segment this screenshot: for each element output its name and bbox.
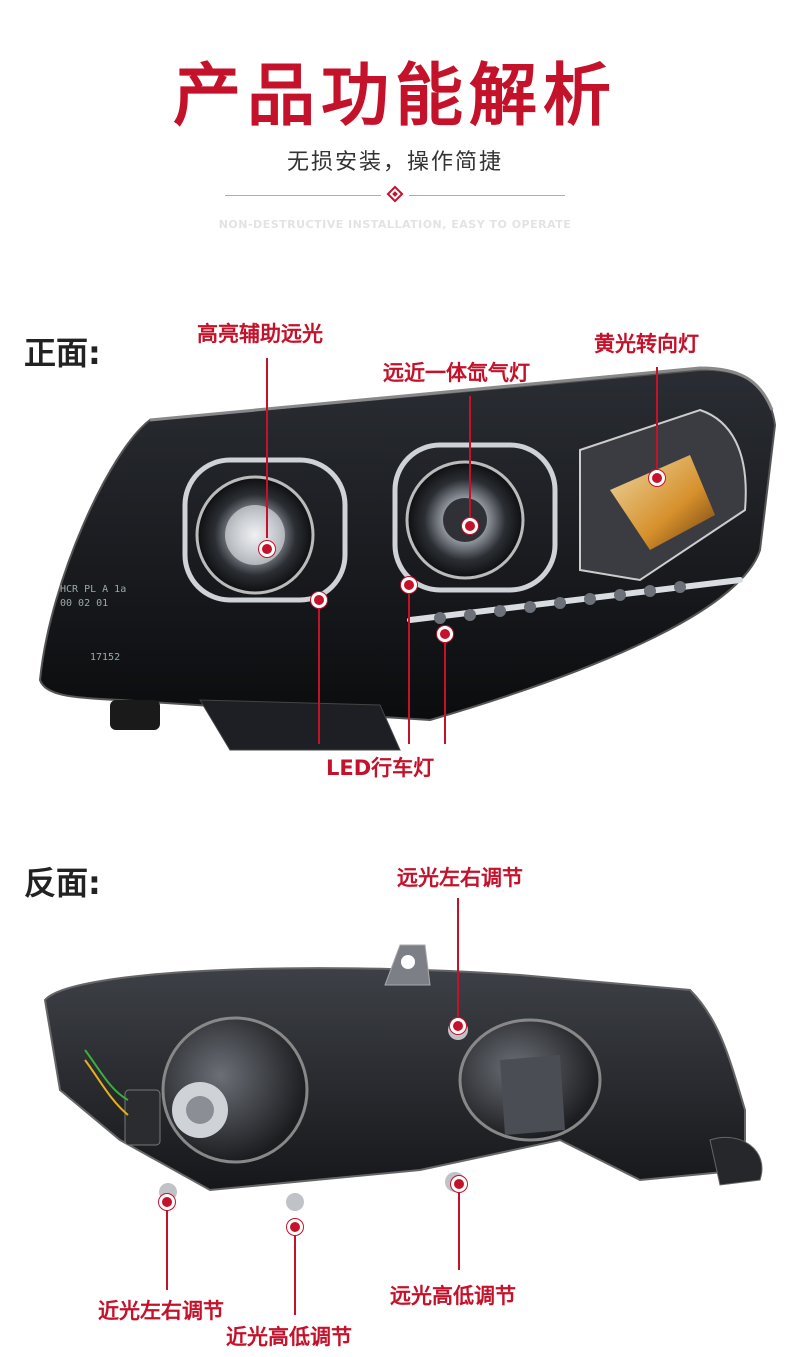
callout-high-beam-lr-adjust: 远光左右调节 — [397, 866, 523, 890]
callout-line — [457, 898, 459, 1018]
callout-dot — [451, 1176, 467, 1192]
callout-high-beam-hl-adjust: 远光高低调节 — [390, 1284, 516, 1308]
svg-text:17152: 17152 — [90, 652, 120, 663]
diamond-icon — [386, 185, 404, 203]
callout-line — [469, 396, 471, 518]
callout-turn-signal: 黄光转向灯 — [594, 332, 699, 356]
callout-xenon-lamp: 远近一体氙气灯 — [383, 361, 530, 385]
divider-right — [409, 195, 565, 196]
english-subtitle: NON-DESTRUCTIVE INSTALLATION, EASY TO OP… — [218, 218, 572, 231]
page-title: 产品功能解析 — [172, 57, 617, 136]
callout-dot — [259, 541, 275, 557]
callout-dot — [287, 1219, 303, 1235]
callout-line — [458, 1185, 460, 1270]
svg-text:HCR PL A 1a: HCR PL A 1a — [60, 584, 126, 595]
front-section-label: 正面: — [24, 334, 101, 372]
divider-left — [225, 195, 381, 196]
page-subtitle: 无损安装，操作简捷 — [286, 150, 503, 175]
callout-low-beam-hl-adjust: 近光高低调节 — [226, 1325, 352, 1349]
callout-low-beam-lr-adjust: 近光左右调节 — [98, 1299, 224, 1323]
callout-high-aux-beam: 高亮辅助远光 — [197, 322, 323, 346]
callout-line — [166, 1205, 168, 1290]
callout-line — [408, 584, 410, 744]
callout-dot — [159, 1194, 175, 1210]
svg-text:00 02 01: 00 02 01 — [60, 598, 108, 609]
callout-line — [294, 1230, 296, 1315]
callout-line — [444, 634, 446, 744]
callout-dot — [401, 577, 417, 593]
front-headlight-image: HCR PL A 1a 00 02 01 17152 — [38, 366, 777, 751]
callout-dot — [649, 470, 665, 486]
callout-line — [318, 600, 320, 744]
callout-dot — [450, 1018, 466, 1034]
callout-dot — [311, 592, 327, 608]
callout-dot — [462, 518, 478, 534]
back-section-label: 反面: — [24, 864, 101, 902]
callout-line — [656, 367, 658, 471]
back-headlight-image — [43, 944, 763, 1211]
callout-dot — [437, 626, 453, 642]
callout-led-drl: LED行车灯 — [326, 756, 435, 780]
callout-line — [266, 358, 268, 538]
